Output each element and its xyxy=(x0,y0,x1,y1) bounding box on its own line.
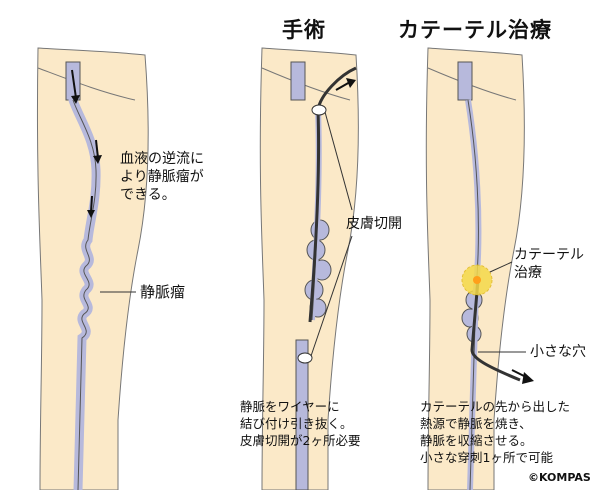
incision-marks xyxy=(297,104,353,364)
reflux-arrows xyxy=(71,69,102,218)
treatment-leader-line xyxy=(489,261,513,273)
surgery-caption: 静脈をワイヤーに 結び付け引き抜く。 皮膚切開が2ヶ所必要 xyxy=(240,399,361,448)
heat-glow xyxy=(461,264,493,296)
catheter-caption: カテーテルの先から出した 熱源で静脈を焼き、 静脈を収縮させる。 小さな穿刺1ヶ… xyxy=(420,399,571,465)
leg-left xyxy=(36,47,149,490)
catheter-treatment-label: カテーテル 治療 xyxy=(514,247,584,281)
leg-middle xyxy=(259,47,359,490)
skin-incision-label: 皮膚切開 xyxy=(346,216,402,232)
catheter-line xyxy=(470,279,534,384)
stripping-wire xyxy=(308,66,357,323)
reflux-explanation: 血液の逆流に より静脈瘤が できる。 xyxy=(120,151,204,203)
title-catheter: カテーテル治療 xyxy=(398,18,552,42)
varicose-label: 静脈瘤 xyxy=(140,283,186,301)
title-surgery: 手術 xyxy=(282,18,326,42)
small-hole-label: 小さな穴 xyxy=(530,344,586,360)
copyright: ©KOMPAS xyxy=(528,471,591,484)
